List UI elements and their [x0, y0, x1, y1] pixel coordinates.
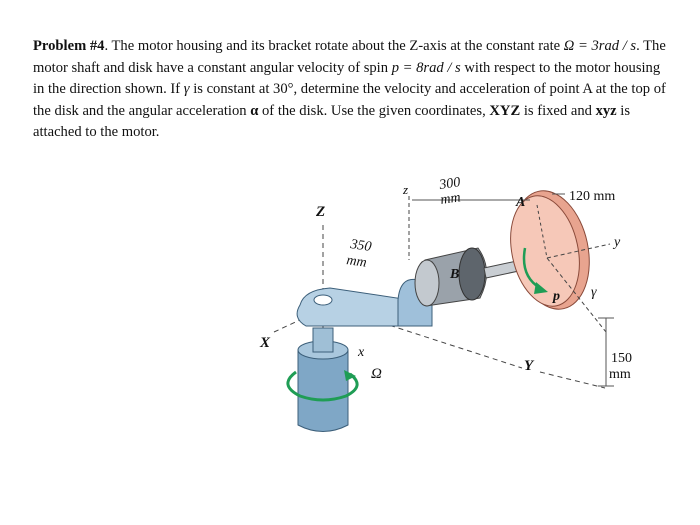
- label-300-value: 300: [437, 175, 461, 193]
- omega-arrowhead: [344, 370, 356, 381]
- alpha-symbol: α: [250, 102, 259, 119]
- label-z: z: [402, 182, 408, 197]
- label-y: y: [612, 235, 621, 250]
- label-150-value: 150: [611, 351, 632, 366]
- label-350-unit: mm: [345, 253, 367, 271]
- base-post-neck: [312, 327, 334, 353]
- omega-equation: Ω = 3rad / s: [563, 38, 637, 54]
- omega-arrow: [286, 370, 359, 402]
- base-post: [297, 349, 349, 432]
- problem-text-3: with respect to the motor housing in the…: [33, 59, 661, 98]
- gamma-line: [546, 257, 607, 333]
- disk-face: [510, 195, 580, 307]
- label-Omega: Ω: [371, 366, 382, 382]
- fixed-frame-label: XYZ: [489, 102, 521, 119]
- label-150-unit: mm: [609, 367, 631, 382]
- spin-arrowhead: [534, 282, 548, 294]
- Y-axis: [329, 305, 523, 369]
- label-Z: Z: [315, 204, 325, 220]
- problem-text-1: . The motor housing and its bracket rota…: [104, 38, 564, 54]
- problem-text-7: is attached to the motor.: [33, 102, 631, 141]
- problem-text-5: of the disk. Use the given coordinates,: [258, 102, 490, 119]
- label-B: B: [449, 267, 459, 282]
- label-gamma: γ: [591, 285, 597, 300]
- problem-statement: Problem #4. The motor housing and its br…: [33, 36, 673, 144]
- label-x: x: [357, 345, 365, 360]
- problem-text-2: . The motor shaft and disk have a consta…: [33, 38, 666, 76]
- label-Y: Y: [524, 358, 535, 374]
- Y-axis-tail: [539, 371, 606, 389]
- label-120mm: 120 mm: [569, 189, 615, 204]
- label-A: A: [515, 195, 525, 210]
- problem-text-4: is constant at 30°, determine the veloci…: [33, 81, 666, 119]
- bracket-pivot: [313, 294, 333, 306]
- label-p: p: [552, 289, 560, 304]
- moving-frame-label: xyz: [595, 102, 617, 119]
- spin-equation: p = 8rad / s: [391, 59, 461, 76]
- motor-end-cap: [458, 247, 486, 301]
- motor-back: [414, 259, 440, 307]
- bracket-arm: [296, 287, 411, 327]
- label-350-value: 350: [348, 237, 372, 255]
- label-X: X: [259, 335, 271, 351]
- A-leader: [536, 204, 548, 259]
- gamma-symbol: γ: [183, 81, 190, 97]
- label-300-unit: mm: [439, 190, 461, 208]
- disk-axis: [546, 243, 611, 259]
- problem-heading: Problem #4: [33, 38, 105, 54]
- problem-text-6: is fixed and: [520, 102, 596, 119]
